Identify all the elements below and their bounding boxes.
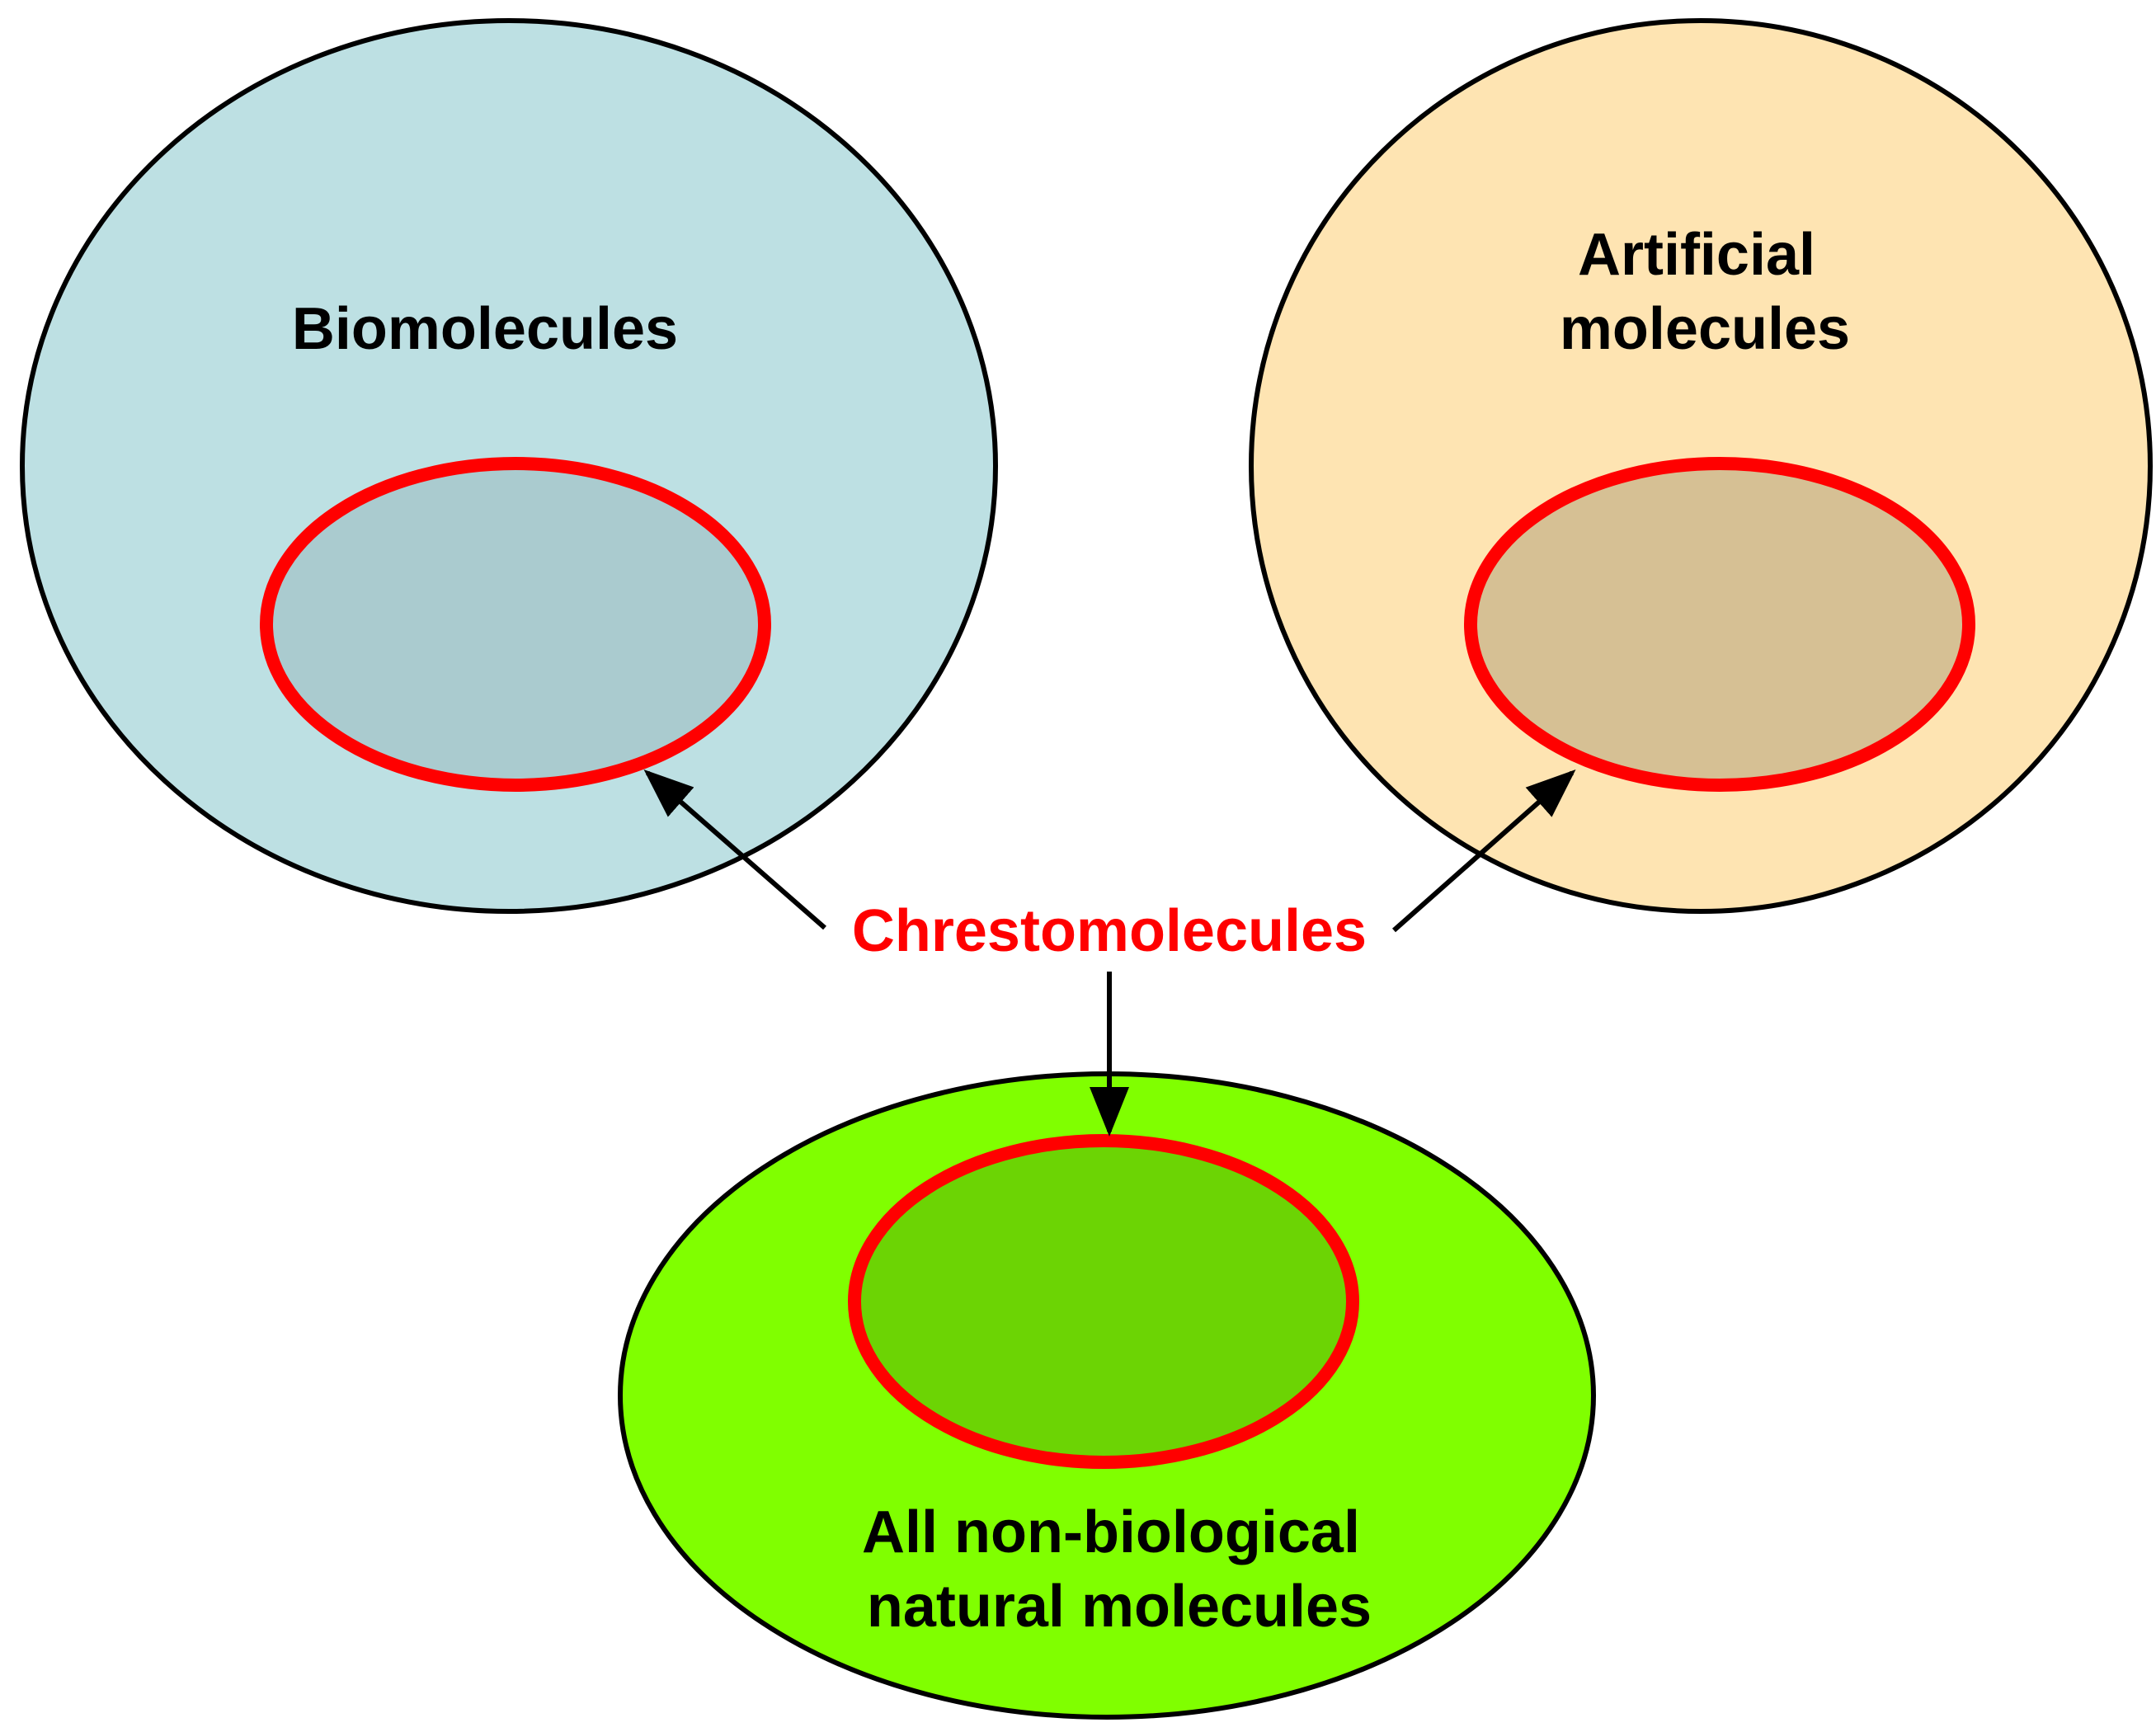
arrow-to-biomolecules [643, 770, 826, 930]
natural-molecules-label-line-2: natural molecules [867, 1574, 1372, 1640]
biomolecules-label: Biomolecules [292, 296, 678, 362]
artificial-molecules-label: Artificial molecules [1560, 222, 1850, 362]
artificial-molecules-label-line-1: Artificial [1578, 222, 1815, 288]
biomolecules-label-line-1: Biomolecules [292, 296, 678, 362]
artificial-molecules-label-line-2: molecules [1560, 296, 1850, 362]
set-artificial-molecules: Artificial molecules [1249, 18, 2153, 914]
natural-molecules-label: All non-biological natural molecules [862, 1499, 1377, 1640]
biomolecules-chrestomolecules-subset [260, 457, 771, 792]
natural-molecules-label-line-1: All non-biological [862, 1499, 1360, 1565]
set-natural-molecules: All non-biological natural molecules [618, 1071, 1596, 1720]
natural-chrestomolecules-subset [848, 1134, 1359, 1469]
arrow-to-artificial-molecules [1392, 770, 1576, 933]
arrows [643, 770, 1576, 1137]
chrestomolecules-label: Chrestomolecules [852, 898, 1367, 964]
artificial-chrestomolecules-subset [1464, 457, 1975, 792]
set-biomolecules: Biomolecules [20, 18, 998, 914]
